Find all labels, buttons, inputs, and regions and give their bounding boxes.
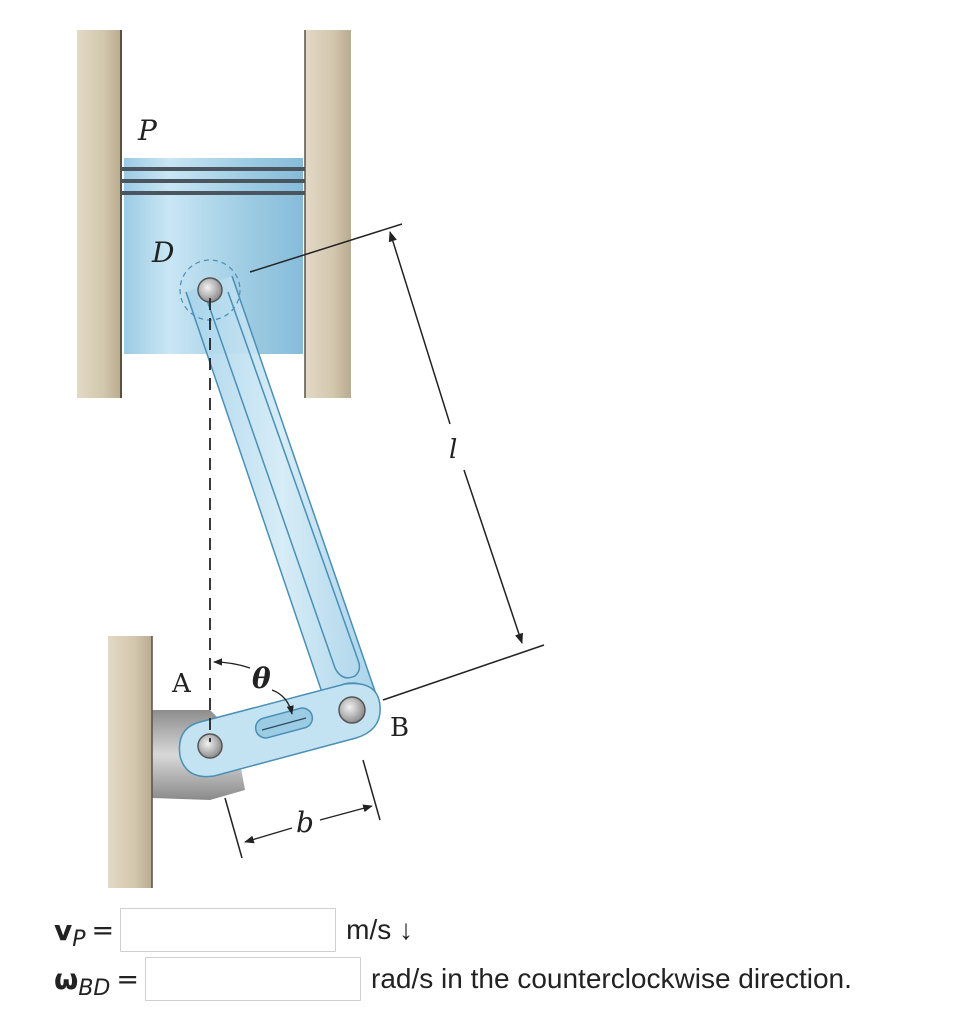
- cylinder-wall-right: [305, 30, 351, 398]
- omega-equals: =: [116, 963, 140, 995]
- vp-subscript: P: [72, 926, 86, 952]
- vp-answer-row: vP = m/s ↓: [54, 907, 413, 953]
- vp-label: vP: [54, 913, 86, 952]
- omega-subscript: BD: [78, 975, 111, 1001]
- crank-wall: [108, 636, 152, 888]
- label-a: A: [171, 669, 192, 699]
- omega-label: ωBD: [54, 962, 110, 1001]
- cylinder-wall-left: [77, 30, 121, 398]
- omega-symbol: ω: [54, 962, 79, 996]
- vp-input[interactable]: [120, 908, 337, 952]
- vp-unit: m/s ↓: [346, 914, 414, 945]
- label-theta: θ: [252, 662, 271, 695]
- omega-answer-row: ωBD = rad/s in the counterclockwise dire…: [54, 956, 852, 1002]
- dimension-l: [249, 223, 545, 701]
- pin-b-icon: [338, 696, 366, 724]
- theta-arrow: [213, 658, 251, 669]
- label-b: B: [390, 713, 409, 743]
- label-p: P: [137, 114, 158, 147]
- label-d: D: [151, 236, 174, 269]
- dimension-b: [224, 759, 381, 859]
- piston-crank-diagram: P D A B θ l b: [77, 30, 545, 888]
- vp-equals: =: [91, 914, 115, 946]
- vp-symbol: v: [54, 913, 73, 947]
- pin-a-icon: [197, 733, 223, 759]
- omega-input[interactable]: [145, 957, 362, 1001]
- label-b-dim: b: [296, 806, 314, 839]
- crank-ab: [178, 682, 381, 778]
- omega-unit: rad/s in the counterclockwise direction.: [371, 963, 852, 994]
- theta-arrow-2: [271, 689, 294, 715]
- piston-rings: [121, 167, 305, 195]
- label-l: l: [449, 435, 457, 465]
